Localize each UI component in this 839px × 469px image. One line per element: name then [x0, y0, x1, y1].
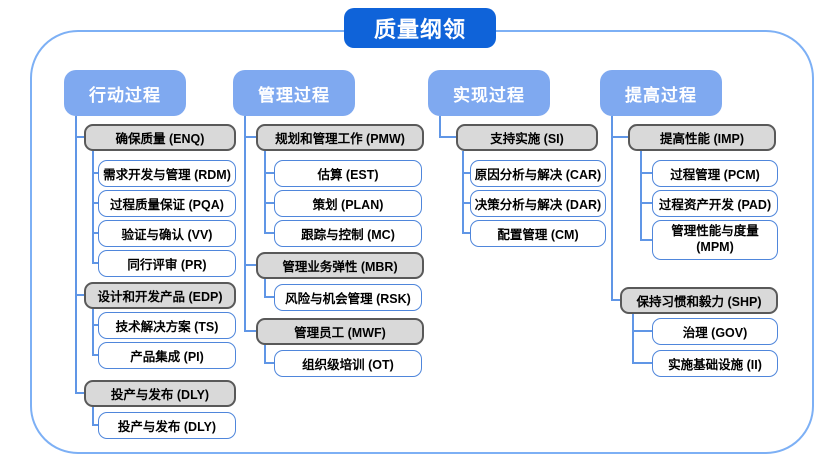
- column-header-action-process: 行动过程: [64, 70, 186, 116]
- connector-line: [92, 262, 98, 264]
- connector-line: [92, 202, 98, 204]
- connector-line: [92, 324, 98, 326]
- connector-line: [92, 172, 98, 174]
- leaf-node-pqa: 过程质量保证 (PQA): [98, 190, 236, 217]
- connector-line: [632, 314, 634, 364]
- connector-line: [75, 136, 84, 138]
- leaf-node-ot: 组织级培训 (OT): [274, 350, 422, 377]
- connector-line: [264, 202, 274, 204]
- column-header-management-process: 管理过程: [233, 70, 355, 116]
- leaf-node-plan: 策划 (PLAN): [274, 190, 422, 217]
- group-node-si: 支持实施 (SI): [456, 124, 598, 151]
- connector-line: [462, 202, 470, 204]
- connector-line: [439, 136, 456, 138]
- leaf-node-rsk: 风险与机会管理 (RSK): [274, 284, 422, 311]
- leaf-node-dly-child: 投产与发布 (DLY): [98, 412, 236, 439]
- connector-line: [462, 172, 470, 174]
- connector-line: [439, 116, 441, 138]
- leaf-node-rdm: 需求开发与管理 (RDM): [98, 160, 236, 187]
- connector-line: [640, 151, 642, 241]
- connector-line: [611, 136, 628, 138]
- connector-line: [611, 299, 620, 301]
- group-node-mbr: 管理业务弹性 (MBR): [256, 252, 424, 279]
- connector-line: [92, 407, 94, 426]
- connector-line: [244, 264, 256, 266]
- group-node-imp: 提高性能 (IMP): [628, 124, 776, 151]
- connector-line: [75, 116, 77, 394]
- connector-line: [244, 116, 246, 332]
- connector-line: [92, 424, 98, 426]
- group-node-shp: 保持习惯和毅力 (SHP): [620, 287, 778, 314]
- group-node-pmw: 规划和管理工作 (PMW): [256, 124, 424, 151]
- leaf-node-mc: 跟踪与控制 (MC): [274, 220, 422, 247]
- connector-line: [632, 330, 652, 332]
- connector-line: [92, 151, 94, 264]
- connector-line: [640, 202, 652, 204]
- connector-line: [264, 279, 266, 298]
- connector-line: [264, 151, 266, 234]
- connector-line: [75, 294, 84, 296]
- diagram-title: 质量纲领: [344, 8, 496, 48]
- connector-line: [611, 116, 613, 301]
- connector-line: [75, 392, 84, 394]
- connector-line: [264, 362, 274, 364]
- leaf-node-mpm: 管理性能与度量 (MPM): [652, 220, 778, 260]
- connector-line: [632, 362, 652, 364]
- leaf-node-ii: 实施基础设施 (II): [652, 350, 778, 377]
- leaf-node-pcm: 过程管理 (PCM): [652, 160, 778, 187]
- connector-line: [264, 345, 266, 364]
- connector-line: [244, 136, 256, 138]
- connector-line: [264, 172, 274, 174]
- leaf-node-pad: 过程资产开发 (PAD): [652, 190, 778, 217]
- leaf-node-pi: 产品集成 (PI): [98, 342, 236, 369]
- connector-line: [462, 232, 470, 234]
- connector-line: [92, 354, 98, 356]
- leaf-node-dar: 决策分析与解决 (DAR): [470, 190, 606, 217]
- group-node-mwf: 管理员工 (MWF): [256, 318, 424, 345]
- connector-line: [640, 239, 652, 241]
- leaf-node-pr: 同行评审 (PR): [98, 250, 236, 277]
- column-header-improvement-process: 提高过程: [600, 70, 722, 116]
- leaf-node-vv: 验证与确认 (VV): [98, 220, 236, 247]
- connector-line: [264, 232, 274, 234]
- leaf-node-cm: 配置管理 (CM): [470, 220, 606, 247]
- connector-line: [640, 172, 652, 174]
- group-node-enq: 确保质量 (ENQ): [84, 124, 236, 151]
- connector-line: [244, 330, 256, 332]
- leaf-node-car: 原因分析与解决 (CAR): [470, 160, 606, 187]
- connector-line: [462, 151, 464, 234]
- leaf-node-est: 估算 (EST): [274, 160, 422, 187]
- group-node-edp: 设计和开发产品 (EDP): [84, 282, 236, 309]
- group-node-dly: 投产与发布 (DLY): [84, 380, 236, 407]
- connector-line: [264, 296, 274, 298]
- connector-line: [92, 232, 98, 234]
- column-header-realization-process: 实现过程: [428, 70, 550, 116]
- connector-line: [92, 309, 94, 355]
- leaf-node-ts: 技术解决方案 (TS): [98, 312, 236, 339]
- leaf-node-gov: 治理 (GOV): [652, 318, 778, 345]
